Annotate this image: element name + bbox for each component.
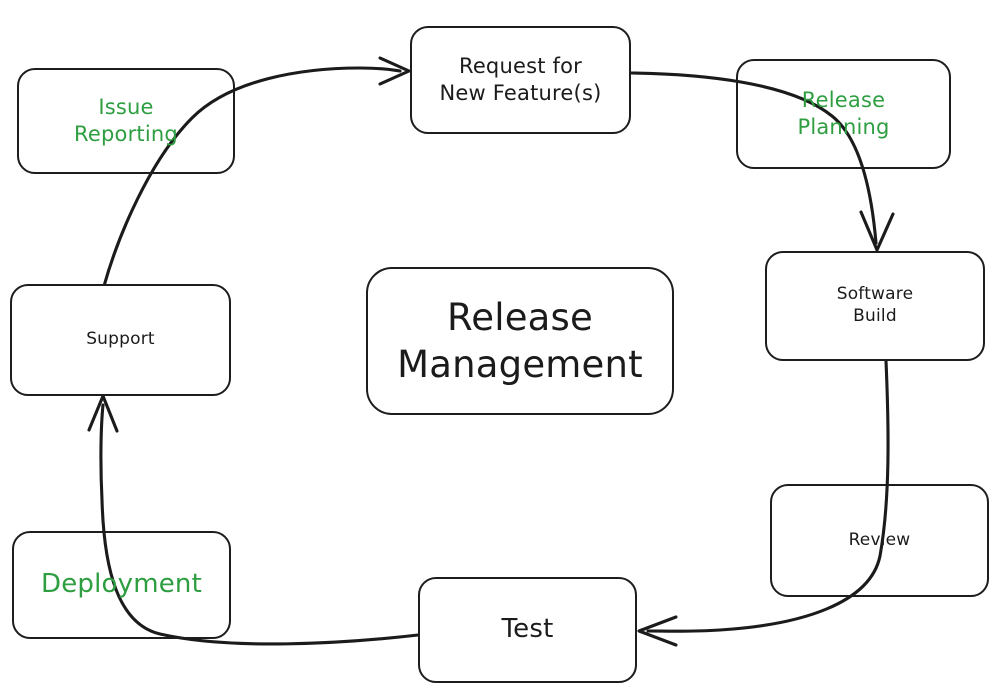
node-support[interactable]: Support [10, 284, 231, 396]
node-deployment[interactable]: Deployment [12, 531, 231, 639]
node-release-management-label: Release Management [397, 295, 643, 386]
node-issue-reporting[interactable]: Issue Reporting [17, 68, 235, 174]
node-software-build[interactable]: Software Build [765, 251, 985, 361]
node-test-label: Test [501, 614, 554, 645]
arrow-head-test [637, 615, 678, 647]
node-release-planning-label: Release Planning [797, 88, 890, 139]
node-deployment-label: Deployment [40, 569, 203, 600]
node-software-build-label: Software Build [836, 284, 914, 326]
node-support-label: Support [86, 329, 155, 350]
arrow-head-request [378, 56, 411, 86]
node-request-new-features-label: Request for New Feature(s) [439, 54, 602, 105]
node-release-management-center[interactable]: Release Management [366, 267, 674, 415]
node-review[interactable]: Review [770, 484, 989, 597]
node-release-planning[interactable]: Release Planning [736, 59, 951, 169]
node-request-new-features[interactable]: Request for New Feature(s) [410, 26, 631, 134]
node-test[interactable]: Test [418, 577, 637, 683]
node-review-label: Review [848, 529, 911, 550]
node-issue-reporting-label: Issue Reporting [74, 95, 178, 146]
arrow-head-support [87, 394, 119, 433]
arrow-head-software-build [859, 210, 895, 252]
